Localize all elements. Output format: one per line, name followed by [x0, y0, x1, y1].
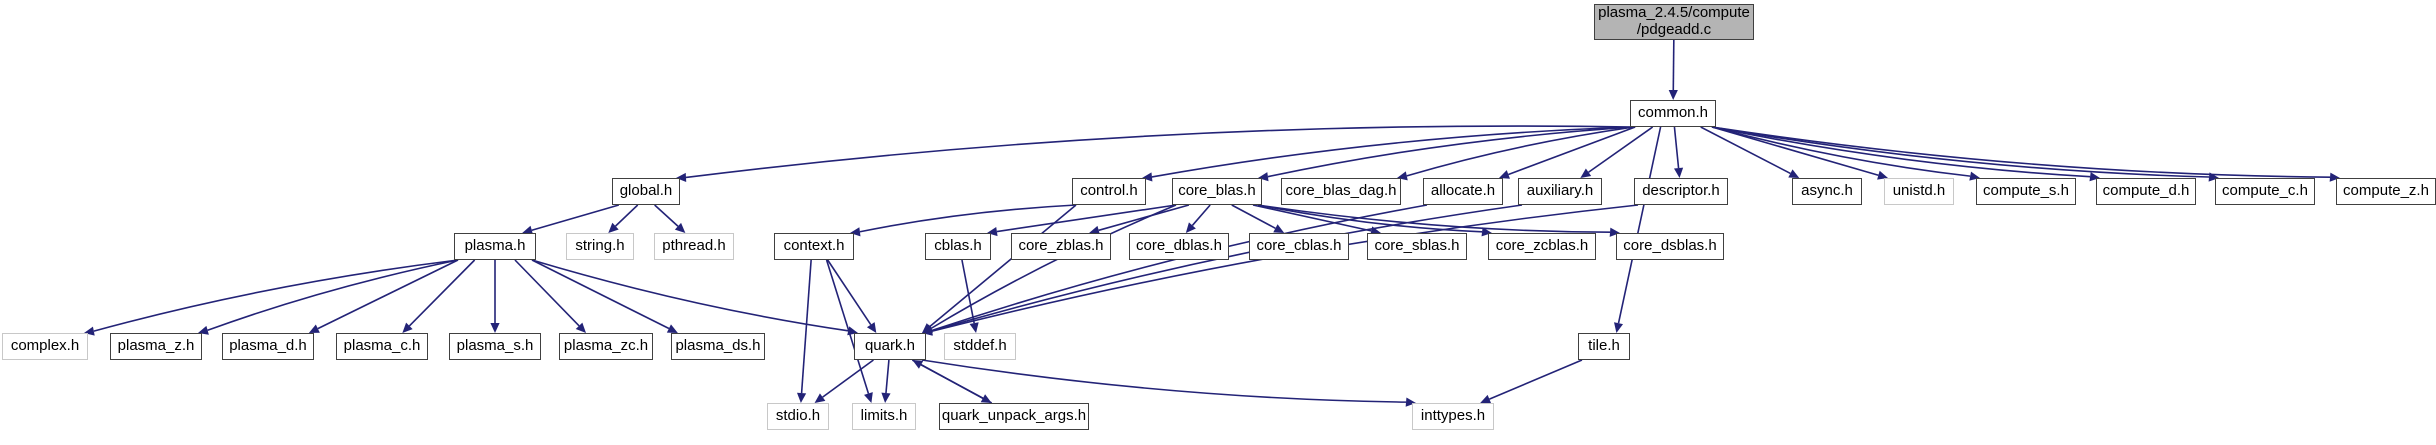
graph-node-plasma_z[interactable]: plasma_z.h	[110, 333, 202, 360]
edge-common-to-descriptor	[1673, 126, 1684, 178]
edge-quark-to-limits	[881, 359, 891, 403]
graph-node-stdio[interactable]: stdio.h	[767, 403, 829, 430]
edge-common-to-tile	[1614, 126, 1662, 333]
graph-node-cblas[interactable]: cblas.h	[925, 233, 991, 260]
graph-node-global[interactable]: global.h	[612, 178, 680, 205]
edge-plasma-to-plasma_d	[308, 259, 459, 333]
edge-global-to-string	[608, 204, 639, 233]
graph-node-core_dsblas[interactable]: core_dsblas.h	[1616, 233, 1724, 260]
edge-common-to-control	[1142, 126, 1635, 182]
edge-core_blas-to-core_zcblas	[1257, 204, 1492, 237]
edge-core_blas-to-core_dblas	[1185, 204, 1211, 233]
graph-node-quark_unpack[interactable]: quark_unpack_args.h	[939, 403, 1089, 430]
edge-plasma-to-plasma_c	[402, 259, 476, 333]
edge-plasma-to-plasma_ds	[531, 259, 678, 333]
edge-common-to-compute_c	[1711, 126, 2219, 182]
graph-node-async[interactable]: async.h	[1792, 178, 1862, 205]
graph-node-core_blas[interactable]: core_blas.h	[1172, 178, 1262, 205]
graph-node-compute_c[interactable]: compute_c.h	[2215, 178, 2315, 205]
graph-node-compute_s[interactable]: compute_s.h	[1976, 178, 2076, 205]
graph-node-plasma_s[interactable]: plasma_s.h	[449, 333, 541, 360]
graph-node-plasma_d[interactable]: plasma_d.h	[222, 333, 314, 360]
graph-node-limits[interactable]: limits.h	[852, 403, 916, 430]
graph-node-inttypes[interactable]: inttypes.h	[1412, 403, 1494, 430]
edge-plasma-to-plasma_z	[198, 259, 459, 335]
edge-core_blas-to-core_dsblas	[1257, 204, 1620, 237]
edge-common-to-auxiliary	[1580, 126, 1654, 178]
graph-node-core_sblas[interactable]: core_sblas.h	[1367, 233, 1467, 260]
edge-cblas-to-stddef	[961, 259, 979, 333]
edge-quark_unpack-to-quark	[912, 360, 993, 404]
graph-node-core_zblas[interactable]: core_zblas.h	[1011, 233, 1111, 260]
edge-control-to-context	[850, 204, 1077, 237]
edge-plasma-to-plasma_zc	[514, 259, 587, 333]
graph-node-auxiliary[interactable]: auxiliary.h	[1518, 178, 1602, 205]
edge-context-to-stdio	[797, 259, 812, 403]
graph-node-unistd[interactable]: unistd.h	[1884, 178, 1954, 205]
edge-common-to-compute_z	[1711, 126, 2340, 182]
graph-node-tile[interactable]: tile.h	[1578, 333, 1630, 360]
edge-quark-to-inttypes	[921, 359, 1416, 407]
edge-core_blas-to-cblas	[987, 204, 1177, 237]
graph-node-core_dblas[interactable]: core_dblas.h	[1129, 233, 1229, 260]
edge-context-to-quark	[827, 259, 877, 333]
graph-node-context[interactable]: context.h	[774, 233, 854, 260]
edge-common-to-core_blas	[1258, 126, 1635, 182]
edge-tile-to-inttypes	[1480, 359, 1583, 404]
edge-common-to-allocate	[1499, 126, 1636, 179]
graph-node-plasma_c[interactable]: plasma_c.h	[336, 333, 428, 360]
graph-node-descriptor[interactable]: descriptor.h	[1634, 178, 1728, 205]
edge-common-to-async	[1700, 126, 1800, 178]
graph-node-quark[interactable]: quark.h	[854, 333, 926, 360]
edge-control-to-quark	[922, 204, 1077, 333]
edge-plasma-to-plasma_s	[490, 260, 500, 333]
graph-node-plasma_ds[interactable]: plasma_ds.h	[671, 333, 765, 360]
edge-plasma-to-complex	[84, 259, 459, 336]
graph-node-core_blas_dag[interactable]: core_blas_dag.h	[1281, 178, 1401, 205]
edge-root-to-common	[1668, 39, 1678, 100]
edge-descriptor-to-quark	[922, 204, 1639, 336]
graph-node-plasma[interactable]: plasma.h	[454, 233, 536, 260]
graph-node-allocate[interactable]: allocate.h	[1423, 178, 1503, 205]
graph-node-root[interactable]: plasma_2.4.5/compute /pdgeadd.c	[1594, 4, 1754, 40]
edge-core_blas-to-core_cblas	[1231, 204, 1285, 233]
graph-node-pthread[interactable]: pthread.h	[654, 233, 734, 260]
graph-node-string[interactable]: string.h	[566, 233, 634, 260]
graph-node-compute_d[interactable]: compute_d.h	[2096, 178, 2196, 205]
graph-node-stddef[interactable]: stddef.h	[944, 333, 1016, 360]
edge-quark-to-stdio	[814, 359, 874, 403]
edge-global-to-plasma	[522, 204, 620, 235]
edge-common-to-compute_d	[1711, 126, 2100, 182]
edge-core_blas-to-core_zblas	[1089, 204, 1190, 235]
edge-common-to-global	[676, 125, 1635, 183]
edge-context-to-limits	[825, 259, 873, 403]
graph-node-core_zcblas[interactable]: core_zcblas.h	[1488, 233, 1596, 260]
graph-node-control[interactable]: control.h	[1072, 178, 1146, 205]
graph-node-common[interactable]: common.h	[1630, 100, 1716, 127]
graph-node-plasma_zc[interactable]: plasma_zc.h	[559, 333, 653, 360]
edge-global-to-pthread	[654, 204, 686, 233]
graph-node-compute_z[interactable]: compute_z.h	[2336, 178, 2436, 205]
graph-node-complex[interactable]: complex.h	[2, 333, 88, 360]
graph-node-core_cblas[interactable]: core_cblas.h	[1249, 233, 1349, 260]
